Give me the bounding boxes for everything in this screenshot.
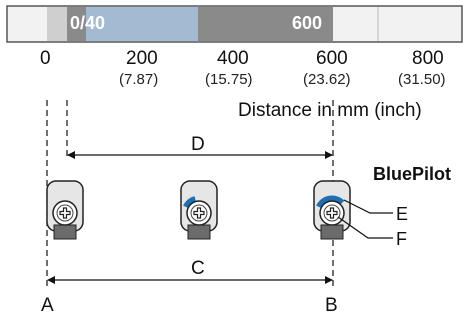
tick-400-inch: (15.75) — [205, 71, 253, 88]
tick-200-inch: (7.87) — [119, 71, 159, 88]
endpoint-b-label: B — [325, 295, 338, 316]
range-bar — [6, 5, 463, 43]
device-knob-small-arc — [180, 180, 218, 240]
range-bar-edge — [47, 7, 67, 41]
tick-200: 200 — [126, 48, 158, 69]
tick-400: 400 — [217, 48, 249, 69]
callout-e-label: E — [396, 204, 409, 224]
callout-f-leader — [337, 216, 393, 239]
tick-800-inch: (31.50) — [398, 71, 446, 88]
range-bar-blue-highlight — [86, 7, 198, 41]
callout-f-label: F — [396, 229, 407, 249]
tick-800: 800 — [412, 48, 444, 69]
device-knob-large-arc — [313, 180, 351, 240]
callout-e-leader — [343, 199, 393, 214]
tick-600-inch: (23.62) — [303, 71, 351, 88]
device-knob-no-arc — [46, 180, 84, 240]
endpoint-a-label: A — [41, 295, 54, 316]
range-bar-right-label: 600 — [292, 13, 323, 33]
distance-axis-title: Distance in mm (inch) — [238, 100, 422, 121]
dimension-d-label: D — [191, 134, 205, 155]
dimension-c-label: C — [191, 258, 205, 279]
tick-0: 0 — [40, 48, 51, 69]
brand-label: BluePilot — [373, 164, 452, 184]
tick-600: 600 — [316, 48, 348, 69]
range-bar-left-label: 0/40 — [70, 13, 106, 33]
